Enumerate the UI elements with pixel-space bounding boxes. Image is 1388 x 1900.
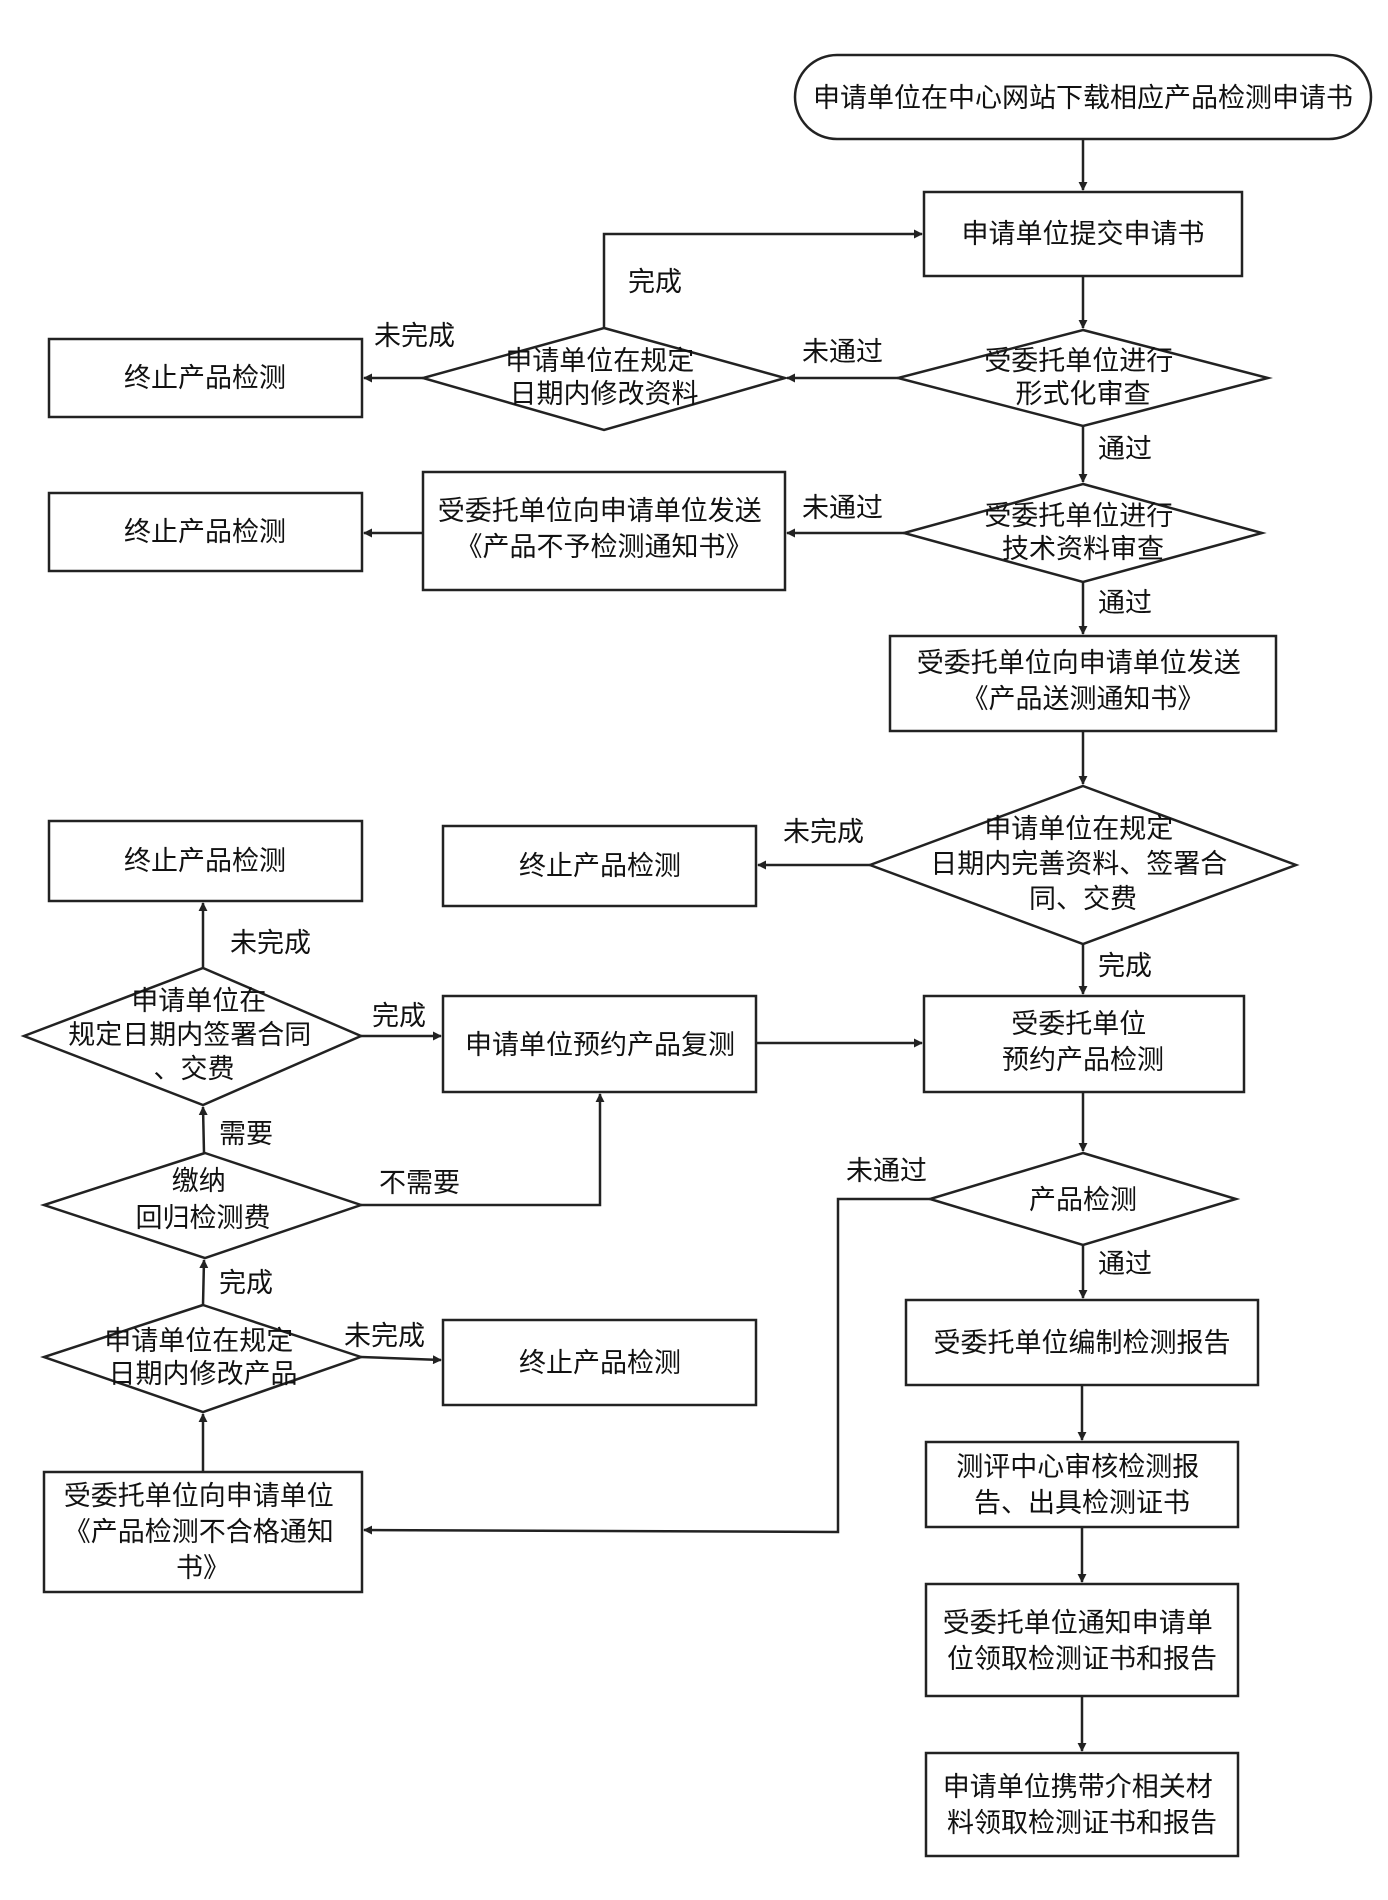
node-collect-text: 申请单位携带介相关材 料领取检测证书和报告: [943, 1772, 1222, 1839]
node-terminate-3: 终止产品检测: [441, 824, 758, 908]
node-fail-notice-text: 受委托单位向申请单位 《产品检测不合格通知 书》: [64, 1481, 343, 1584]
arrow-modify-product-not-done: [360, 1355, 442, 1365]
node-compile-report-text: 受委托单位编制检测报告: [934, 1328, 1231, 1359]
node-notify-collect: 受委托单位通知申请单 位领取检测证书和报告: [924, 1582, 1240, 1698]
label-fee-not-needed: 不需要: [379, 1168, 460, 1199]
label-modify-product-not-done: 未完成: [344, 1321, 425, 1352]
node-start: 申请单位在中心网站下载相应产品检测申请书: [793, 53, 1373, 141]
label-modify-product-done: 完成: [219, 1268, 273, 1299]
decision-modify-docs-text: 申请单位在规定 日期内修改资料: [505, 346, 703, 410]
node-terminate-5-text: 终止产品检测: [124, 846, 286, 877]
node-notify-collect-text: 受委托单位通知申请单 位领取检测证书和报告: [943, 1608, 1222, 1675]
node-fail-notice: 受委托单位向申请单位 《产品检测不合格通知 书》: [42, 1470, 364, 1594]
node-book-retest: 申请单位预约产品复测: [441, 994, 758, 1094]
label-tech-pass: 通过: [1098, 588, 1152, 619]
decision-formal-review-text: 受委托单位进行 形式化审查: [984, 346, 1182, 410]
arrow-fee-needed: [198, 1106, 208, 1154]
node-terminate-3-text: 终止产品检测: [519, 851, 681, 882]
decision-modify-docs: 申请单位在规定 日期内修改资料: [418, 326, 790, 432]
label-fee-needed: 需要: [219, 1119, 273, 1150]
label-test-pass: 通过: [1098, 1249, 1152, 1280]
decision-product-test: 产品检测: [925, 1151, 1241, 1247]
decision-sign-contract: 申请单位在 规定日期内签署合同 、交费: [20, 966, 365, 1107]
node-collect: 申请单位携带介相关材 料领取检测证书和报告: [924, 1751, 1240, 1858]
node-send-notice: 受委托单位向申请单位发送 《产品送测通知书》: [888, 634, 1278, 733]
decision-tech-review: 受委托单位进行 技术资料审查: [899, 482, 1267, 584]
node-reject-notice-text: 受委托单位向申请单位发送 《产品不予检测通知书》: [438, 496, 771, 563]
node-terminate-4: 终止产品检测: [441, 1318, 758, 1407]
decision-tech-review-text: 受委托单位进行 技术资料审查: [984, 501, 1182, 565]
decision-complete-docs: 申请单位在规定 日期内完善资料、签署合 同、交费: [866, 784, 1300, 946]
decision-modify-product: 申请单位在规定 日期内修改产品: [40, 1303, 365, 1414]
decision-sign-contract-text: 申请单位在 规定日期内签署合同 、交费: [68, 986, 320, 1085]
decision-pay-fee-text: 缴纳 回归检测费: [136, 1166, 271, 1234]
node-terminate-2-text: 终止产品检测: [124, 517, 286, 548]
node-center-review-text: 测评中心审核检测报 告、出具检测证书: [956, 1452, 1208, 1519]
label-tech-fail: 未通过: [802, 493, 883, 524]
arrow-fee-not-needed: [361, 1093, 605, 1207]
label-formal-pass: 通过: [1098, 434, 1152, 465]
decision-formal-review: 受委托单位进行 形式化审查: [893, 328, 1273, 428]
label-sign-not-done: 未完成: [230, 928, 311, 959]
decision-product-test-text: 产品检测: [1029, 1185, 1137, 1216]
node-terminate-1: 终止产品检测: [47, 337, 364, 419]
node-submit: 申请单位提交申请书: [922, 190, 1244, 278]
label-modify-not-done: 未完成: [374, 321, 455, 352]
node-book-test-text: 受委托单位 预约产品检测: [1002, 1009, 1164, 1076]
node-start-text: 申请单位在中心网站下载相应产品检测申请书: [813, 83, 1353, 114]
decision-modify-product-text: 申请单位在规定 日期内修改产品: [104, 1326, 302, 1390]
decision-pay-fee: 缴纳 回归检测费: [39, 1151, 365, 1260]
label-test-fail: 未通过: [846, 1156, 927, 1187]
node-reject-notice: 受委托单位向申请单位发送 《产品不予检测通知书》: [421, 470, 787, 592]
node-terminate-4-text: 终止产品检测: [519, 1348, 681, 1379]
node-compile-report: 受委托单位编制检测报告: [904, 1298, 1260, 1387]
label-formal-fail: 未通过: [802, 337, 883, 368]
label-complete-done: 完成: [1098, 951, 1152, 982]
arrow-product-test-fail: [363, 1197, 930, 1535]
arrow-modify-docs-done: [602, 229, 923, 328]
node-submit-text: 申请单位提交申请书: [962, 219, 1205, 250]
arrow-modify-product-done: [199, 1259, 209, 1306]
node-terminate-5: 终止产品检测: [47, 819, 364, 903]
node-send-notice-text: 受委托单位向申请单位发送 《产品送测通知书》: [917, 648, 1250, 715]
label-modify-done: 完成: [628, 267, 682, 298]
node-center-review: 测评中心审核检测报 告、出具检测证书: [924, 1440, 1240, 1529]
node-book-test: 受委托单位 预约产品检测: [922, 994, 1246, 1094]
node-terminate-2: 终止产品检测: [47, 491, 364, 573]
node-book-retest-text: 申请单位预约产品复测: [465, 1030, 735, 1061]
node-terminate-1-text: 终止产品检测: [124, 363, 286, 394]
decision-complete-docs-text: 申请单位在规定 日期内完善资料、签署合 同、交费: [930, 814, 1236, 915]
label-sign-done: 完成: [372, 1001, 426, 1032]
label-complete-not-done: 未完成: [783, 817, 864, 848]
